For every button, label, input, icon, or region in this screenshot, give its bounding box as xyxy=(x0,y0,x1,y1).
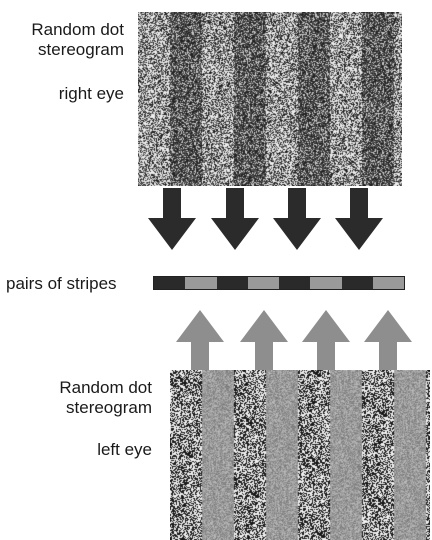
up-arrow-1 xyxy=(176,310,224,370)
down-arrow-3 xyxy=(273,188,321,250)
down-arrows xyxy=(148,188,383,250)
stripe-segment-dark xyxy=(154,277,186,289)
stripe-segment-light xyxy=(372,277,404,289)
right-eye-label: right eye xyxy=(58,84,124,103)
left-eye-label: left eye xyxy=(97,440,152,459)
stripe-segment-dark xyxy=(216,277,248,289)
left-eye-stereogram xyxy=(170,370,430,540)
up-arrow-4 xyxy=(364,310,412,370)
stripe-pairs-bar xyxy=(153,276,405,290)
down-arrow-2 xyxy=(211,188,259,250)
top-stereogram-title: Random dot stereogram xyxy=(31,20,124,59)
down-arrow-4 xyxy=(335,188,383,250)
right-eye-stereogram xyxy=(138,12,402,186)
stripe-segment-dark xyxy=(341,277,373,289)
stripe-segment-light xyxy=(310,277,342,289)
up-arrow-3 xyxy=(302,310,350,370)
down-arrow-1 xyxy=(148,188,196,250)
up-arrows xyxy=(176,310,412,370)
up-arrow-2 xyxy=(240,310,288,370)
bottom-stereogram-title: Random dot stereogram xyxy=(59,378,152,417)
stripe-segment-light xyxy=(247,277,279,289)
stripe-segment-dark xyxy=(279,277,311,289)
stripe-segment-light xyxy=(185,277,217,289)
pairs-of-stripes-label: pairs of stripes xyxy=(6,274,117,293)
